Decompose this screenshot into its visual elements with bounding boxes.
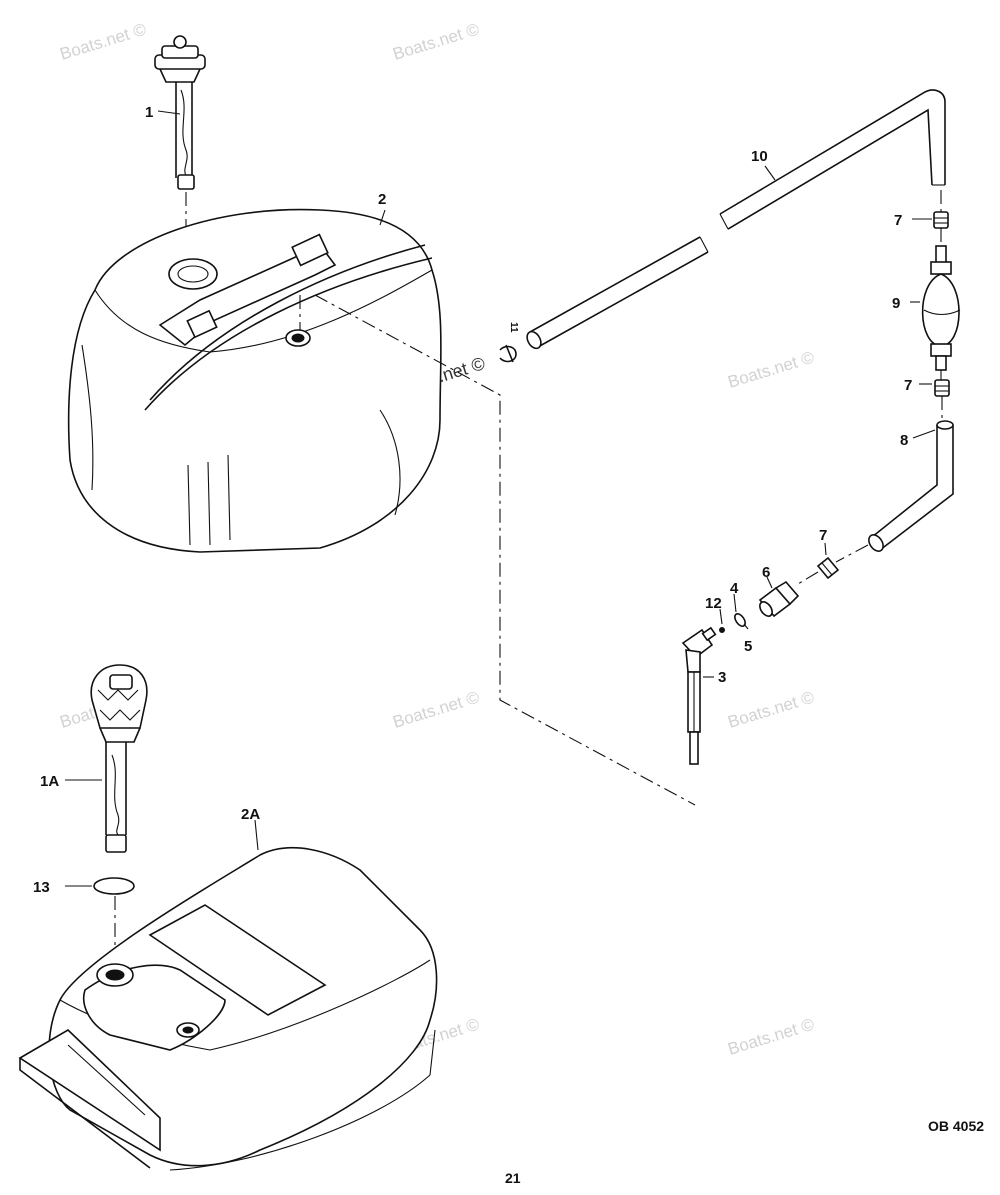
callout-13: 13 [33,879,50,896]
callout-8: 8 [900,432,908,449]
callout-1a: 1A [40,773,59,790]
ball-part-12 [719,627,725,633]
callout-7-lower: 7 [819,527,827,544]
watermark: Boats.net © [726,687,817,731]
primer-bulb-part-9 [921,273,960,347]
callout-9: 9 [892,295,900,312]
connector-part-7-lower [816,556,840,580]
watermark: Boats.net © [391,687,482,731]
primer-bulb-assembly [921,190,961,418]
callout-7-middle: 7 [904,377,912,394]
fuel-gauge-part-1a [90,664,148,853]
watermark: Boats.net © [726,347,817,391]
watermark: Boats.net © [726,1014,817,1058]
hose-clip-part-11 [499,344,517,363]
callout-4: 4 [730,580,739,597]
callout-10: 10 [751,148,768,165]
callout-labels: 1 1A 2 2A 3 4 5 6 7 7 7 8 9 10 11 12 13 [33,104,912,896]
callout-3: 3 [718,669,726,686]
page-number: 21 [505,1170,521,1186]
callout-leaders [65,110,936,887]
fuel-hose-part-10 [526,89,946,350]
drawing-number: OB 4052 [928,1118,984,1134]
callout-2a: 2A [241,806,260,823]
callout-2: 2 [378,191,386,208]
leader-tank-to-pickup [314,294,696,806]
connector-part-7-upper [933,211,949,229]
o-ring-part-13 [93,877,135,895]
callout-7-upper: 7 [894,212,902,229]
callout-11: 11 [508,322,519,333]
callout-12: 12 [705,595,722,612]
fuel-tank-part-2a [18,847,438,1171]
connector-part-7-middle [934,379,950,397]
callout-6: 6 [762,564,770,581]
fuel-tank-part-2 [67,208,442,553]
watermark: Boats.net © [391,19,482,63]
callout-5: 5 [744,638,752,655]
lower-fitting-assembly [681,544,869,765]
callout-1: 1 [145,104,153,121]
o-ring-part-5 [734,613,746,627]
fuel-hose-part-8 [868,420,954,552]
watermark: Boats.net © [58,19,149,63]
